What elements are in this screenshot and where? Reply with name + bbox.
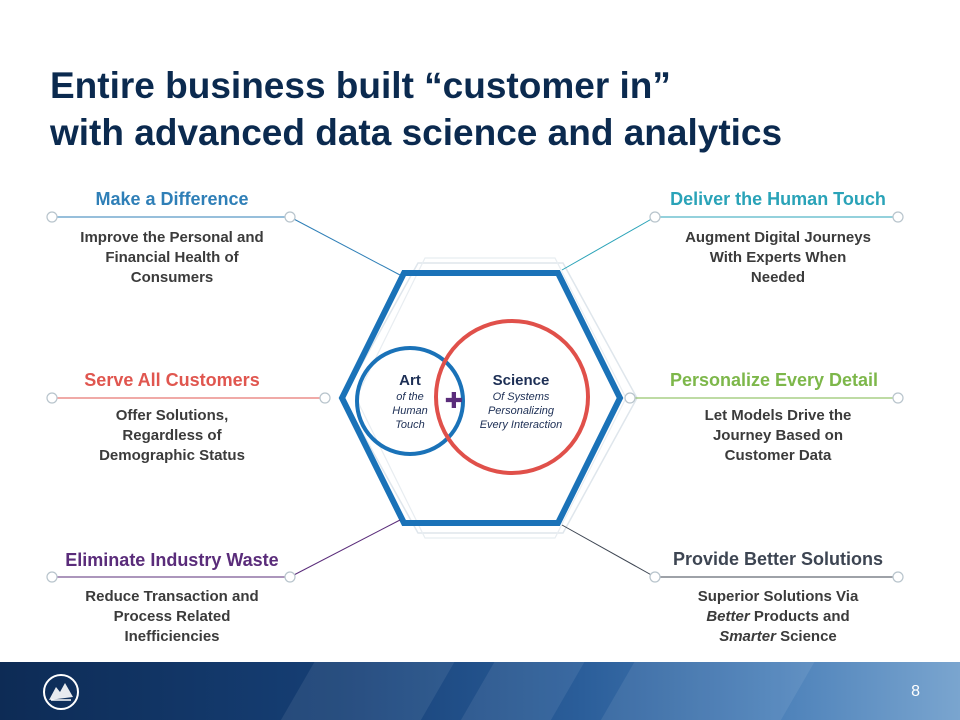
heading-serve-customers: Serve All Customers bbox=[84, 370, 260, 390]
science-label: Science Of Systems Personalizing Every I… bbox=[466, 372, 576, 432]
desc-serve-customers: Offer Solutions, Regardless of Demograph… bbox=[52, 406, 292, 466]
science-sub-2: Personalizing bbox=[487, 405, 555, 417]
heading-make-difference: Make a Difference bbox=[95, 189, 249, 209]
desc-line: Journey Based on bbox=[712, 427, 844, 444]
desc-line: Better Products and bbox=[658, 607, 898, 627]
slide-title: Entire business built “customer in” with… bbox=[50, 62, 930, 156]
main-hexagon bbox=[338, 270, 624, 526]
desc-make-difference: Improve the Personal and Financial Healt… bbox=[52, 228, 292, 288]
desc-line: Smarter Science bbox=[658, 627, 898, 647]
science-circle bbox=[434, 319, 590, 475]
connector-human-touch bbox=[561, 211, 904, 271]
desc-line: Needed bbox=[750, 269, 806, 286]
heading-better-solutions: Provide Better Solutions bbox=[672, 549, 884, 569]
title-line-2: with advanced data science and analytics bbox=[50, 112, 783, 153]
heading-eliminate-waste: Eliminate Industry Waste bbox=[65, 550, 279, 570]
heading-human-touch: Deliver the Human Touch bbox=[670, 189, 886, 209]
desc-personalize: Let Models Drive the Journey Based on Cu… bbox=[658, 406, 898, 466]
desc-human-touch: Augment Digital Journeys With Experts Wh… bbox=[658, 228, 898, 288]
title-line-1: Entire business built “customer in” bbox=[50, 65, 671, 106]
desc-text: Products and bbox=[749, 608, 850, 625]
art-circle bbox=[355, 346, 465, 456]
desc-line: With Experts When bbox=[709, 249, 847, 266]
desc-text: Superior Solutions Via bbox=[697, 588, 859, 605]
science-title: Science bbox=[492, 372, 550, 389]
connector-better-solutions bbox=[561, 524, 904, 583]
desc-line: Demographic Status bbox=[99, 447, 245, 464]
heading-personalize: Personalize Every Detail bbox=[669, 370, 879, 390]
desc-line: Improve the Personal and bbox=[80, 229, 264, 246]
connector-personalize bbox=[624, 392, 904, 404]
footer-streak bbox=[274, 662, 466, 720]
art-sub-1: of the bbox=[396, 391, 424, 403]
science-sub-3: Every Interaction bbox=[479, 419, 563, 431]
plus-icon: ✚ bbox=[444, 388, 464, 413]
desc-better-solutions: Superior Solutions Via Better Products a… bbox=[658, 587, 898, 647]
desc-italic: Smarter bbox=[719, 628, 776, 645]
connector-serve-customers bbox=[46, 392, 331, 404]
desc-line: Superior Solutions Via bbox=[658, 587, 898, 607]
desc-line: Regardless of bbox=[122, 427, 222, 444]
art-label: Art of the Human Touch bbox=[378, 372, 442, 432]
desc-line: Consumers bbox=[130, 269, 214, 286]
page-number: 8 bbox=[911, 683, 920, 700]
desc-line: Reduce Transaction and bbox=[85, 588, 259, 605]
footer-band bbox=[0, 662, 960, 720]
desc-line: Customer Data bbox=[724, 447, 832, 464]
desc-eliminate-waste: Reduce Transaction and Process Related I… bbox=[52, 587, 292, 647]
desc-text: Science bbox=[775, 628, 837, 645]
footer-streak bbox=[594, 662, 826, 720]
desc-italic: Better bbox=[706, 608, 750, 625]
hexagon-diagram bbox=[46, 211, 904, 583]
desc-line: Offer Solutions, bbox=[115, 407, 229, 424]
art-sub-3: Touch bbox=[395, 419, 425, 431]
art-title: Art bbox=[399, 372, 421, 389]
rock-logo-icon bbox=[43, 674, 79, 710]
desc-line: Process Related bbox=[113, 608, 231, 625]
footer-streak bbox=[454, 662, 596, 720]
connector-eliminate-waste bbox=[46, 519, 401, 583]
desc-line: Augment Digital Journeys bbox=[685, 229, 871, 246]
science-sub-1: Of Systems bbox=[492, 391, 550, 403]
art-sub-2: Human bbox=[392, 405, 428, 417]
connector-make-difference bbox=[46, 211, 401, 276]
desc-line: Let Models Drive the bbox=[704, 407, 852, 424]
desc-line: Inefficiencies bbox=[124, 628, 220, 645]
desc-line: Financial Health of bbox=[105, 249, 239, 266]
